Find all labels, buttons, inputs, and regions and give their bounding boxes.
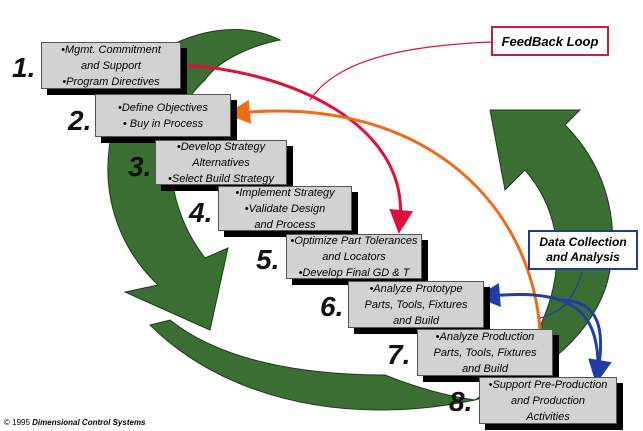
step-box-6: •Analyze Prototype Parts, Tools, Fixture… (348, 281, 484, 328)
step-1-line-2: and Support (81, 59, 141, 72)
step-box-3: •Develop Strategy Alternatives •Select B… (155, 140, 287, 185)
step-number-1: 1. (12, 52, 36, 83)
step-number-4: 4. (189, 197, 213, 228)
step-4-line-2: •Validate Design (244, 202, 326, 215)
green-arrow-bottom (149, 319, 476, 411)
step-7-line-1: •Analyze Production (435, 330, 535, 343)
step-4-line-1: •Implement Strategy (235, 186, 335, 199)
copyright-company: Dimensional Control Systems (32, 418, 146, 427)
step-2-line-1: •Define Objectives (117, 101, 209, 114)
step-6-line-3: and Build (393, 314, 439, 327)
step-3-line-2: Alternatives (192, 156, 250, 169)
step-box-7: •Analyze Production Parts, Tools, Fixtur… (417, 329, 553, 376)
step-7-line-3: and Build (462, 362, 508, 375)
data-collection-callout: Data Collection and Analysis (528, 230, 638, 270)
step-number-3: 3. (128, 151, 152, 182)
feedback-loop-label: FeedBack Loop (501, 33, 599, 49)
step-5-line-3: •Develop Final GD & T (298, 266, 410, 279)
feedback-loop-callout: FeedBack Loop (491, 26, 609, 56)
step-7-line-2: Parts, Tools, Fixtures (433, 346, 537, 359)
orange-arrow (226, 99, 542, 331)
data-pointer (539, 271, 583, 319)
step-6-line-1: •Analyze Prototype (369, 282, 463, 295)
step-box-8: •Support Pre-Production and Production A… (479, 377, 617, 424)
step-number-2: 2. (68, 105, 92, 136)
step-box-2: •Define Objectives • Buy in Process (95, 94, 231, 137)
step-number-6: 6. (320, 291, 344, 322)
copyright-prefix: © 1995 (4, 418, 33, 427)
step-6-line-2: Parts, Tools, Fixtures (364, 298, 468, 311)
copyright-footer: © 1995 Dimensional Control Systems (4, 418, 146, 427)
step-1-line-1: •Mgmt. Commitment (61, 43, 161, 56)
data-collection-line-2: and Analysis (546, 250, 620, 264)
step-box-1: •Mgmt. Commitment and Support •Program D… (41, 42, 181, 89)
step-number-8: 8. (449, 386, 473, 417)
step-number-7: 7. (387, 339, 411, 370)
step-number-5: 5. (256, 244, 280, 275)
step-8-line-3: Activities (526, 410, 570, 423)
feedback-pointer (309, 41, 493, 101)
step-4-line-3: and Process (254, 218, 316, 231)
red-arrow (179, 63, 414, 234)
step-2-line-2: • Buy in Process (122, 117, 204, 130)
data-collection-line-1: Data Collection (539, 235, 627, 249)
step-8-line-1: •Support Pre-Production (488, 378, 608, 391)
step-box-4: •Implement Strategy •Validate Design and… (218, 186, 352, 231)
blue-arrow-head-bottom (559, 298, 612, 384)
step-3-line-3: •Select Build Strategy (168, 172, 274, 185)
step-5-line-2: and Locators (322, 250, 386, 263)
step-8-line-2: and Production (511, 394, 585, 407)
step-5-line-1: •Optimize Part Tolerances (290, 234, 418, 247)
step-3-line-1: •Develop Strategy (176, 140, 266, 153)
step-box-5: •Optimize Part Tolerances and Locators •… (286, 234, 422, 279)
step-1-line-3: •Program Directives (62, 75, 160, 88)
blue-arrow (476, 283, 600, 373)
